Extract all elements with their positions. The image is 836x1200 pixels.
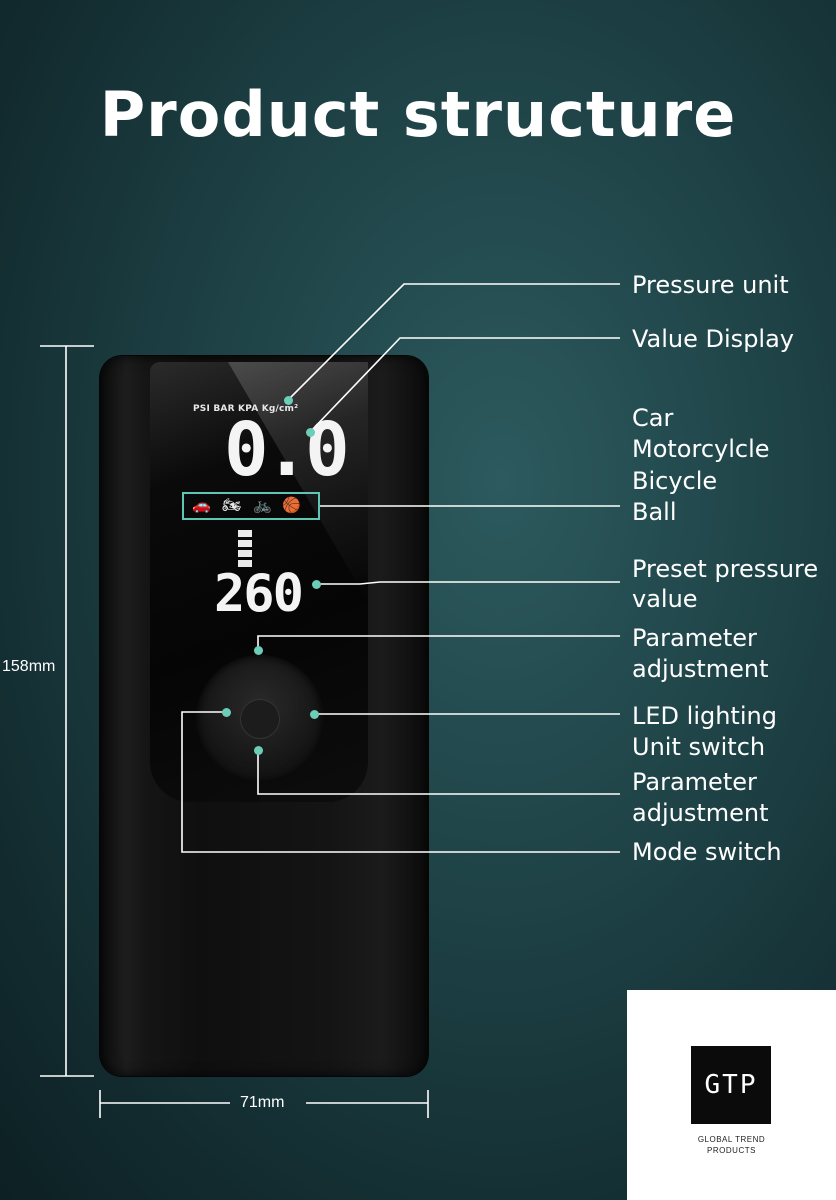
preset-value-display: 260 bbox=[214, 564, 304, 624]
motorcycle-icon: 🏍 bbox=[222, 496, 242, 514]
bicycle-icon: 🚲 bbox=[253, 496, 272, 514]
height-dimension-label: 158mm bbox=[2, 658, 56, 675]
callout-led-lighting: LED lighting bbox=[632, 702, 777, 730]
car-icon: 🚗 bbox=[192, 496, 211, 514]
callout-ball: Ball bbox=[632, 498, 677, 526]
callout-motorcycle: Motorcylcle bbox=[632, 435, 770, 463]
level-bar-segment bbox=[238, 550, 252, 557]
power-button[interactable] bbox=[241, 700, 279, 738]
callout-mode-switch: Mode switch bbox=[632, 838, 782, 866]
logo-caption-line1: GLOBAL TREND bbox=[697, 1135, 766, 1144]
led-unit-dot bbox=[310, 710, 319, 719]
page-title: Product structure bbox=[99, 78, 737, 151]
level-bar-segment bbox=[238, 530, 252, 537]
logo-caption: GLOBAL TREND PRODUCTS bbox=[627, 1134, 836, 1156]
callout-preset-line1: Preset pressure bbox=[632, 555, 819, 583]
mode-switch-dot bbox=[222, 708, 231, 717]
ball-icon: 🏀 bbox=[282, 496, 301, 514]
pressure-unit-dot bbox=[284, 396, 293, 405]
pressure-unit-label: PSI BAR KPA Kg/cm² bbox=[193, 404, 299, 414]
param-down-dot bbox=[254, 746, 263, 755]
logo-caption-line2: PRODUCTS bbox=[707, 1146, 756, 1155]
callout-value-display: Value Display bbox=[632, 325, 794, 353]
width-dimension-label: 71mm bbox=[240, 1094, 285, 1111]
callout-bicycle: Bicycle bbox=[632, 467, 718, 495]
preset-dot bbox=[312, 580, 321, 589]
level-bar-segment bbox=[238, 560, 252, 567]
value-display-dot bbox=[306, 428, 315, 437]
level-bar-segment bbox=[238, 540, 252, 547]
param-up-dot bbox=[254, 646, 263, 655]
value-display: 0.0 bbox=[224, 407, 350, 493]
callout-car: Car bbox=[632, 404, 674, 432]
callout-param-down-line1: Parameter bbox=[632, 768, 757, 796]
callout-preset-line2: value bbox=[632, 585, 698, 613]
gtp-logo: GTP bbox=[691, 1046, 771, 1124]
callout-param-up-line1: Parameter bbox=[632, 624, 757, 652]
callout-param-up-line2: adjustment bbox=[632, 655, 769, 683]
callout-unit-switch: Unit switch bbox=[632, 733, 766, 761]
callout-pressure-unit: Pressure unit bbox=[632, 271, 789, 299]
mode-indicator-box bbox=[182, 492, 320, 520]
callout-param-down-line2: adjustment bbox=[632, 799, 769, 827]
